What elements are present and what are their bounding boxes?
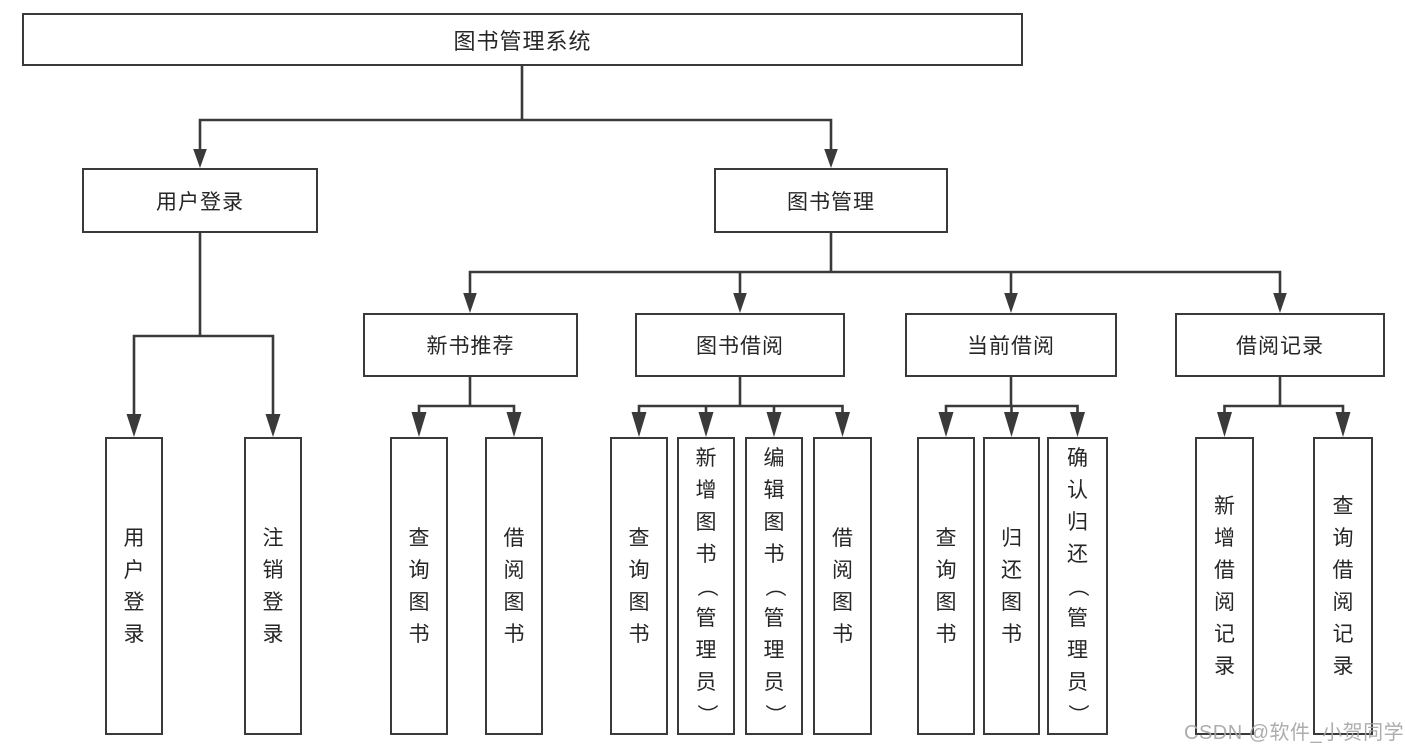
leaf-user-login: 用户登录 bbox=[105, 437, 163, 735]
node-user-login: 用户登录 bbox=[82, 168, 318, 233]
node-current-borrow: 当前借阅 bbox=[905, 313, 1117, 377]
watermark: CSDN @软件_小贺同学 bbox=[1184, 722, 1405, 744]
node-new-book-recommend: 新书推荐 bbox=[363, 313, 578, 377]
node-borrow-records: 借阅记录 bbox=[1175, 313, 1385, 377]
leaf-confirm-return-admin: 确认归还（管理员） bbox=[1047, 437, 1108, 735]
node-book-management: 图书管理 bbox=[714, 168, 948, 233]
leaf-add-borrow-record: 新增借阅记录 bbox=[1195, 437, 1254, 735]
leaf-borrow-books-recommend: 借阅图书 bbox=[485, 437, 543, 735]
leaf-query-books-recommend: 查询图书 bbox=[390, 437, 448, 735]
leaf-edit-book-admin: 编辑图书（管理员） bbox=[745, 437, 803, 735]
node-book-borrow: 图书借阅 bbox=[635, 313, 845, 377]
leaf-add-book-admin: 新增图书（管理员） bbox=[677, 437, 735, 735]
leaf-query-books-current: 查询图书 bbox=[917, 437, 975, 735]
leaf-query-books-borrow: 查询图书 bbox=[610, 437, 668, 735]
leaf-query-borrow-record: 查询借阅记录 bbox=[1313, 437, 1373, 735]
leaf-logout: 注销登录 bbox=[244, 437, 302, 735]
leaf-return-book: 归还图书 bbox=[983, 437, 1040, 735]
leaf-borrow-books: 借阅图书 bbox=[813, 437, 872, 735]
root-node: 图书管理系统 bbox=[22, 13, 1023, 66]
